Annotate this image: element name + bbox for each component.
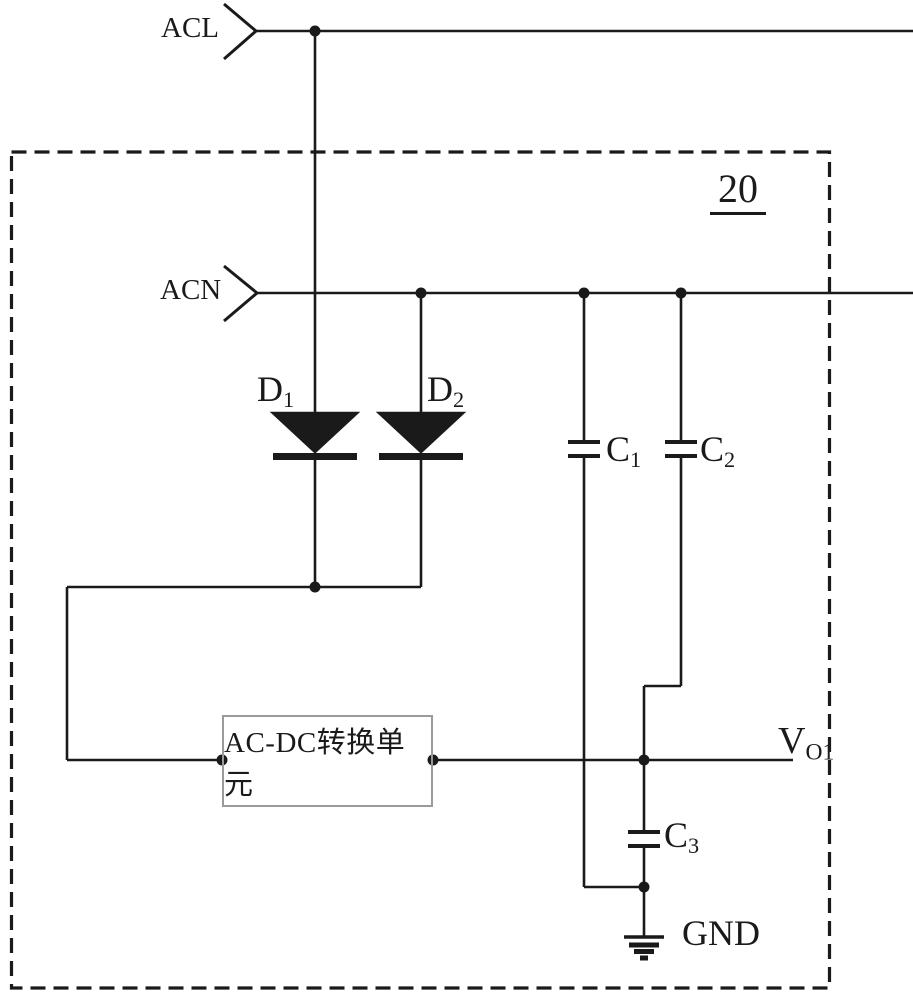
c3-label-sub: 3: [688, 833, 700, 859]
junction-dot: [638, 881, 650, 893]
d1-label: D1: [257, 369, 295, 413]
d1-label-sub: 1: [283, 387, 295, 413]
c3-label: C3: [664, 815, 700, 859]
acl-input-label: ACL: [161, 12, 219, 44]
c2-label: C2: [700, 429, 736, 473]
d1-diode-symbol: [269, 411, 361, 587]
junction-dot: [427, 754, 439, 766]
d2-label-base: D: [427, 369, 453, 409]
junction-dot: [638, 754, 650, 766]
junction-dot: [309, 25, 321, 37]
diode-to-converter-wire: [65, 585, 421, 762]
c3-capacitor-symbol: [628, 760, 660, 887]
c2-capacitor-symbol: [642, 293, 697, 760]
acn-input-label: ACN: [160, 274, 222, 306]
c2-label-base: C: [700, 429, 725, 469]
d2-label-sub: 2: [453, 387, 465, 413]
d2-label: D2: [427, 369, 465, 413]
junction-dot: [309, 581, 321, 593]
c1-label-base: C: [606, 429, 631, 469]
module-ref-label: 20: [710, 167, 766, 215]
junction-dot: [415, 287, 427, 299]
c1-label: C1: [606, 429, 642, 473]
module-boundary-dashed-box: [9, 150, 832, 990]
d1-label-base: D: [257, 369, 283, 409]
gnd-label: GND: [682, 913, 760, 953]
acdc-converter-unit-box: AC-DC转换单元: [222, 715, 433, 807]
acl-input-chevron-icon: [223, 2, 259, 61]
acdc-converter-unit-label: AC-DC转换单元: [224, 727, 406, 801]
ground-symbol-icon: [624, 887, 664, 961]
d2-diode-symbol: [375, 293, 467, 587]
junction-dot: [675, 287, 687, 299]
junction-dot: [578, 287, 590, 299]
acn-input-chevron-icon: [223, 264, 260, 323]
c1-label-sub: 1: [630, 447, 642, 473]
c3-label-base: C: [664, 815, 689, 855]
vo1-label-sub: O1: [805, 739, 835, 766]
c2-label-sub: 2: [724, 447, 736, 473]
vo1-label-base: V: [778, 720, 806, 762]
vo1-output-label: VO1: [778, 720, 835, 766]
c1-capacitor-symbol: [568, 293, 644, 889]
